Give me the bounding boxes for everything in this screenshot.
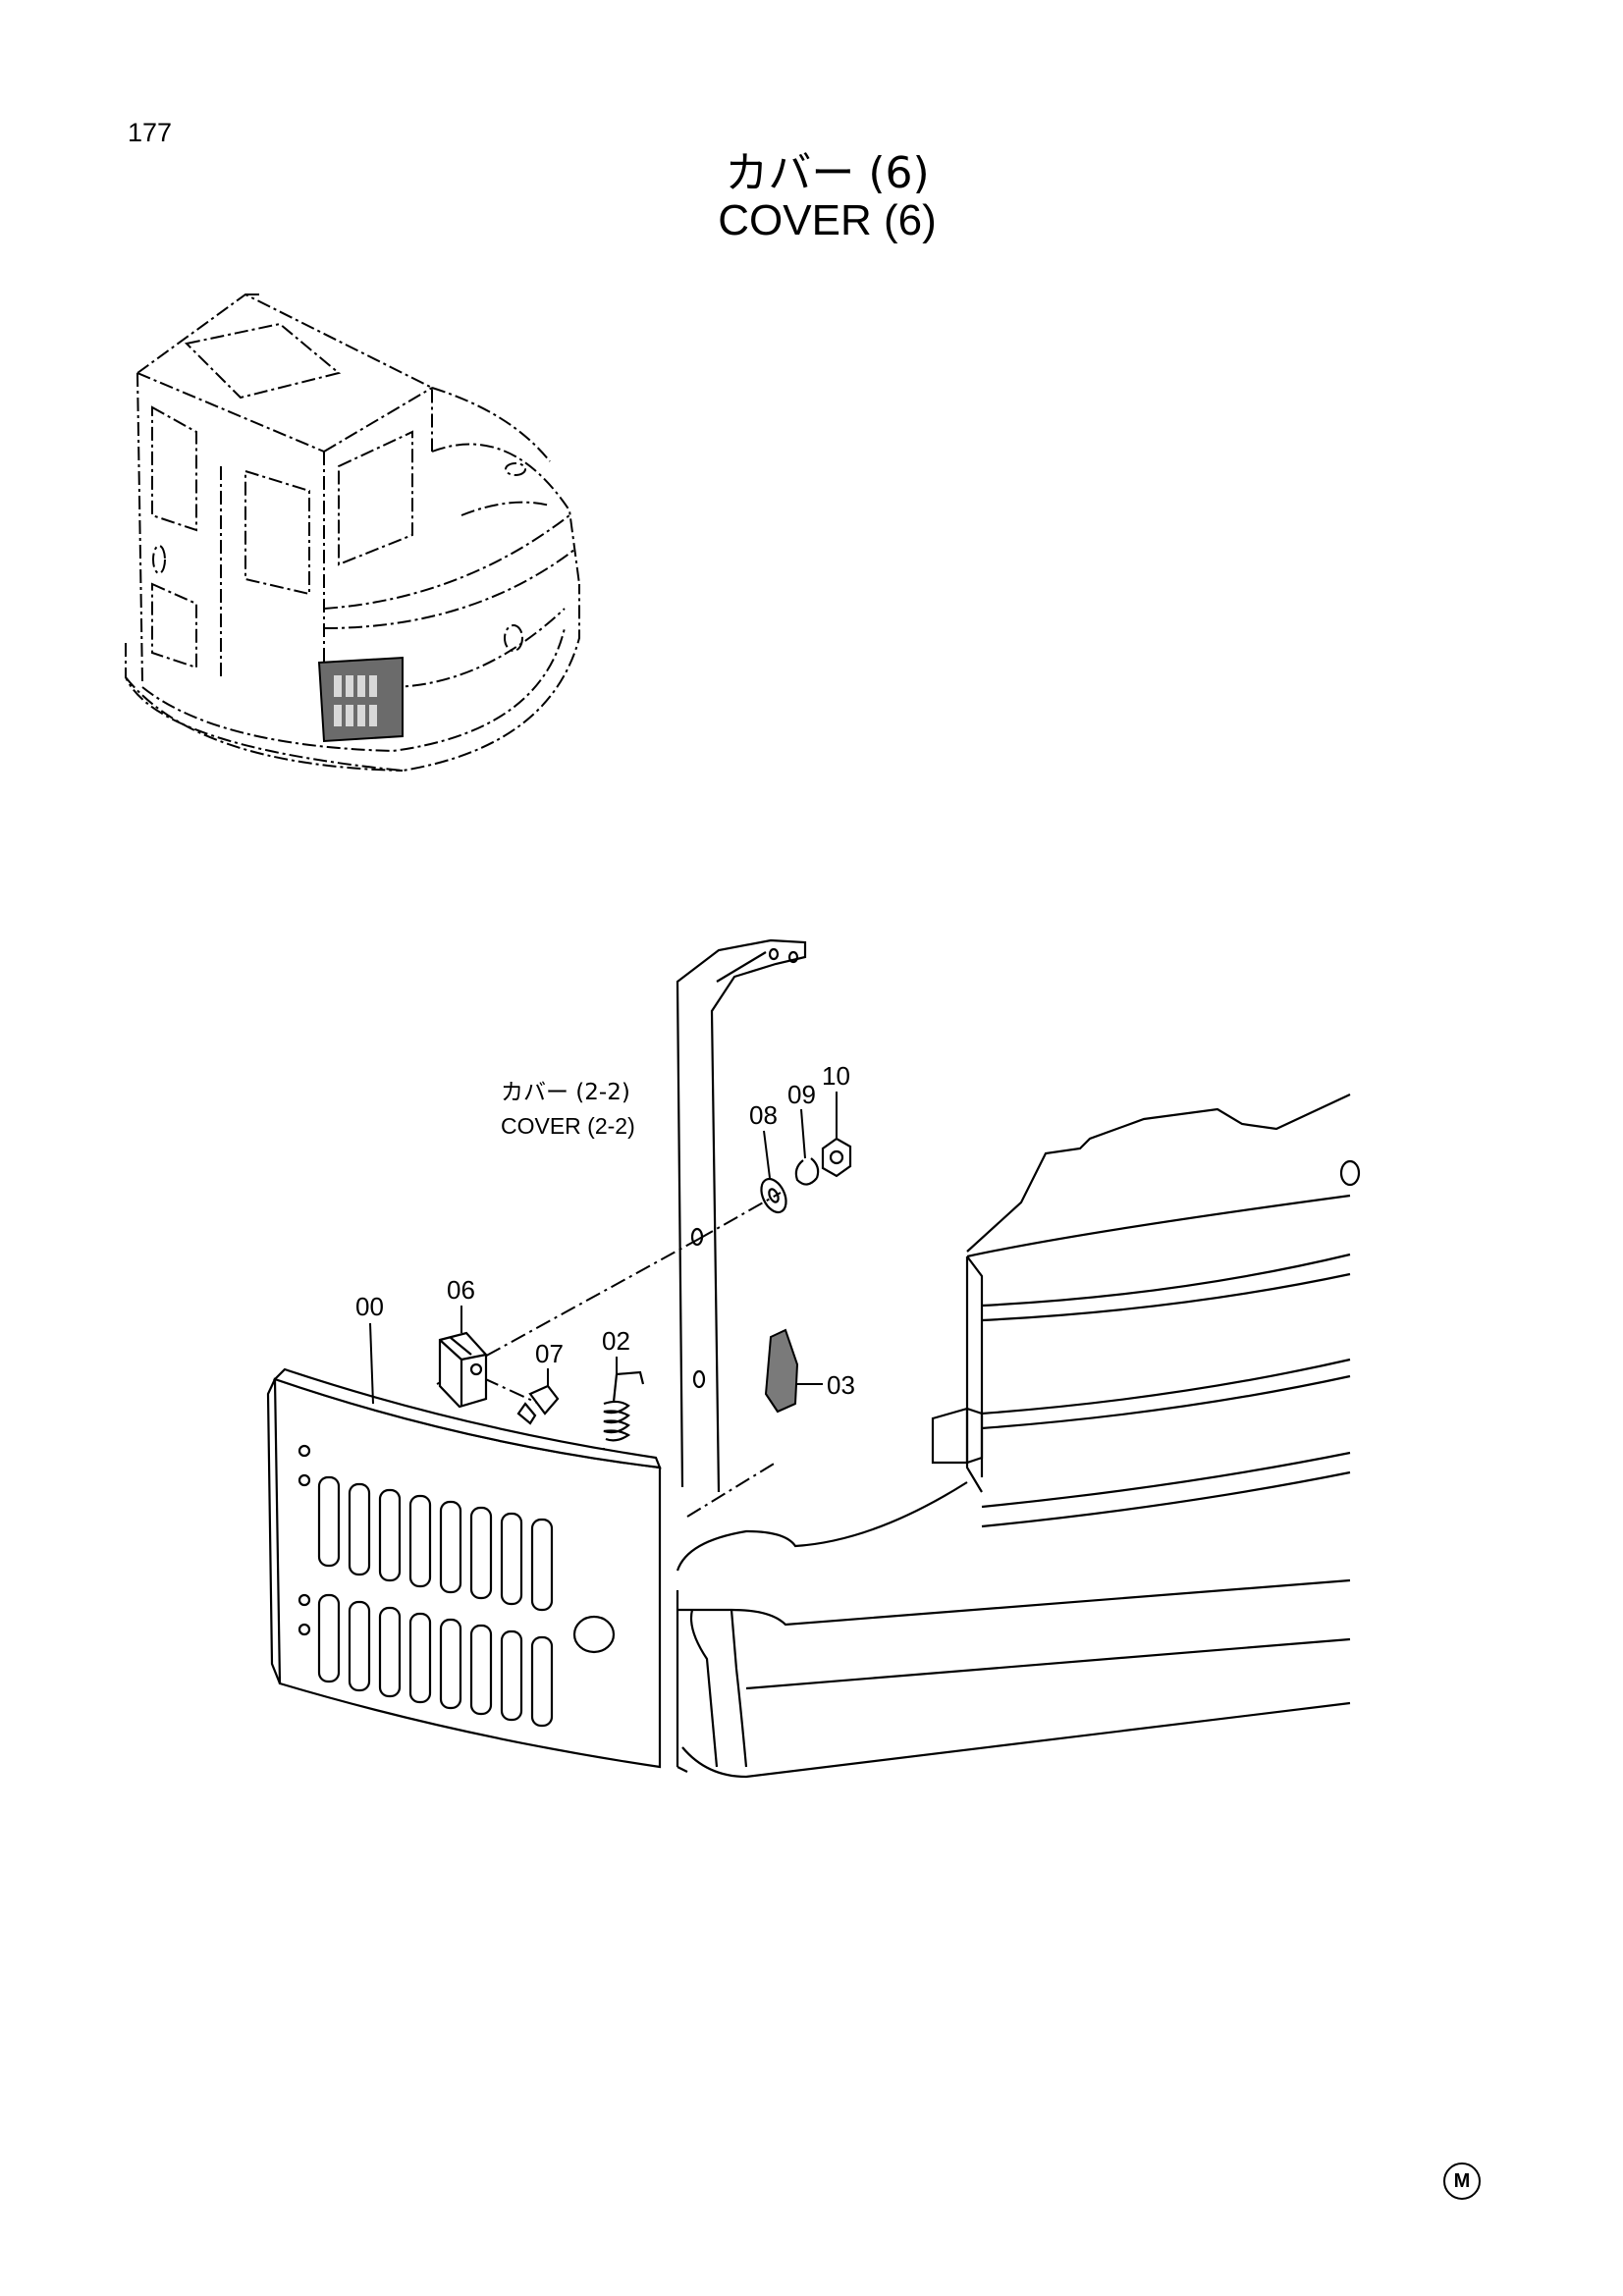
machine-overview [125, 293, 580, 773]
callout-08: 08 [749, 1100, 778, 1130]
part-09-lock-washer [794, 1157, 820, 1186]
part-03-rubber [764, 1328, 823, 1414]
machine-side-frame [676, 938, 1361, 1779]
part-06-hinge [438, 1331, 488, 1409]
part-08-washer [760, 1177, 787, 1214]
title-english: COVER (6) [718, 196, 937, 244]
callout-03: 03 [827, 1370, 855, 1400]
part-07-bolt [516, 1384, 560, 1425]
callout-06: 06 [447, 1275, 475, 1305]
reference-japanese: カバー (2-2) [501, 1080, 630, 1105]
page-number: 177 [128, 118, 173, 147]
callout-10: 10 [822, 1061, 850, 1091]
callout-02: 02 [602, 1326, 630, 1356]
highlighted-cover [317, 656, 404, 743]
title-japanese: カバー (6) [725, 148, 930, 198]
callout-07: 07 [535, 1339, 564, 1368]
reference-english: COVER (2-2) [501, 1113, 635, 1139]
callout-00: 00 [355, 1292, 384, 1321]
cover-panel [266, 1367, 662, 1769]
reference-note: カバー (2-2) COVER (2-2) [501, 1080, 635, 1139]
part-02-spring [603, 1370, 645, 1442]
part-10-nut [821, 1137, 852, 1178]
callout-labels: 00 06 07 02 03 08 09 10 [355, 1061, 855, 1405]
manufacturer-mark: M [1443, 2163, 1481, 2200]
callout-09: 09 [787, 1080, 816, 1109]
